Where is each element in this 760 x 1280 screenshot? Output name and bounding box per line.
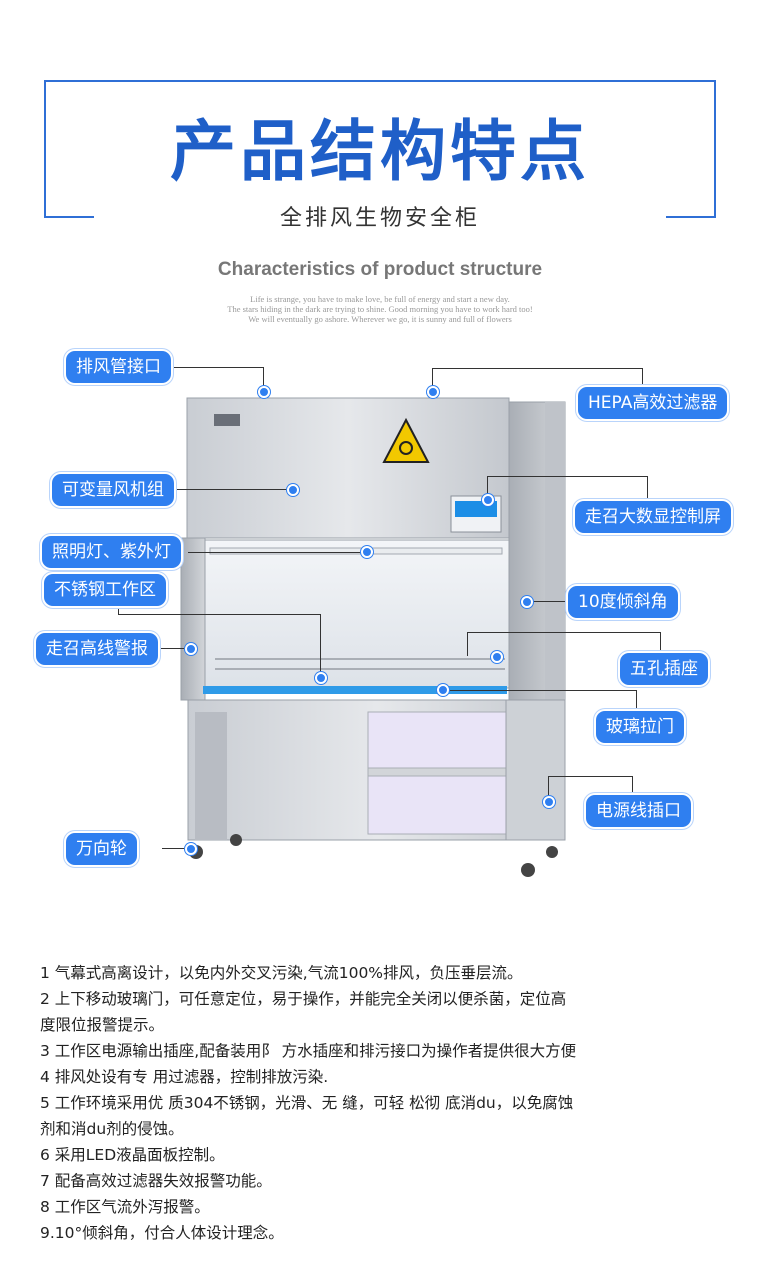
label-sliding-door: 玻璃拉门 — [596, 711, 684, 743]
label-exhaust-port: 排风管接口 — [66, 351, 171, 383]
workspace-marker — [315, 672, 327, 684]
label-lights: 照明灯、紫外灯 — [42, 536, 181, 568]
description-line: 度限位报警提示。 — [40, 1016, 165, 1034]
header-frame-bottom-left — [44, 216, 94, 218]
lights-marker — [361, 546, 373, 558]
sash-bottom-bar — [203, 686, 507, 694]
header-frame-top — [44, 80, 716, 82]
page-subtitle: 全排风生物安全柜 — [279, 206, 480, 231]
description-line: 剂和消du剂的侵蚀。 — [40, 1120, 184, 1138]
description-line: 2 上下移动玻璃门，可任意定位，易于操作，并能完全关闭以便杀菌，定位高 — [40, 990, 567, 1008]
description-line: 4 排风处设有专 用过滤器，控制排放污染. — [40, 1068, 329, 1086]
power-port-marker — [543, 796, 555, 808]
fan-unit-marker — [287, 484, 299, 496]
header-frame-right — [714, 80, 716, 218]
description-line: 1 气幕式高离设计，以免内外交叉污染,气流100%排风，负压垂层流。 — [40, 964, 523, 982]
hepa-filter-marker — [427, 386, 439, 398]
description-line: 9.10°倾斜角，付合人体设计理念。 — [40, 1224, 284, 1242]
label-power-port: 电源线插口 — [586, 795, 691, 827]
description-line: 5 工作环境采用优 质304不锈钢，光滑、无 缝，可轻 松彻 底消du，以免腐蚀 — [40, 1094, 574, 1112]
left-leg-panel — [195, 712, 227, 840]
description-line: 8 工作区气流外泻报警。 — [40, 1198, 210, 1216]
sliding-door-marker — [437, 684, 449, 696]
socket-marker — [491, 651, 503, 663]
english-tagline-1: Life is strange, you have to make love, … — [250, 294, 510, 304]
label-workspace: 不锈钢工作区 — [44, 574, 166, 606]
height-alarm-marker — [185, 643, 197, 655]
label-fan-unit: 可变量风机组 — [52, 474, 174, 506]
description-line: 6 采用LED液晶面板控制。 — [40, 1146, 225, 1164]
description-line: 3 工作区电源输出插座,配备装用阝 方水插座和排污接口为操作者提供很大方便 — [40, 1042, 577, 1060]
biosafety-cabinet-illustration — [180, 397, 566, 877]
left-pillar — [180, 537, 206, 701]
header-frame-bottom-right — [666, 216, 716, 218]
label-socket: 五孔插座 — [620, 653, 708, 685]
description-line: 7 配备高效过滤器失效报警功能。 — [40, 1172, 272, 1190]
brand-logo — [214, 414, 240, 426]
exhaust-port-marker — [258, 386, 270, 398]
english-tagline-2: The stars hiding in the dark are trying … — [227, 304, 533, 314]
label-hepa-filter: HEPA高效过滤器 — [578, 387, 728, 419]
casters-marker — [185, 843, 197, 855]
label-height-alarm: 走召高线警报 — [36, 633, 158, 665]
english-title: Characteristics of product structure — [217, 259, 543, 280]
light-bar — [209, 547, 503, 555]
label-tilt-angle: 10度倾斜角 — [568, 586, 678, 618]
header-frame-left — [44, 80, 46, 218]
feature-description: 1 气幕式高离设计，以免内外交叉污染,气流100%排风，负压垂层流。 2 上下移… — [40, 960, 720, 1246]
label-control-screen: 走召大数显控制屏 — [575, 501, 731, 533]
tilt-angle-marker — [521, 596, 533, 608]
label-casters: 万向轮 — [66, 833, 137, 865]
control-screen-marker — [482, 494, 494, 506]
english-tagline-3: We will eventually go ashore. Wherever w… — [248, 314, 512, 324]
page-title: 产品结构特点 — [170, 112, 590, 190]
